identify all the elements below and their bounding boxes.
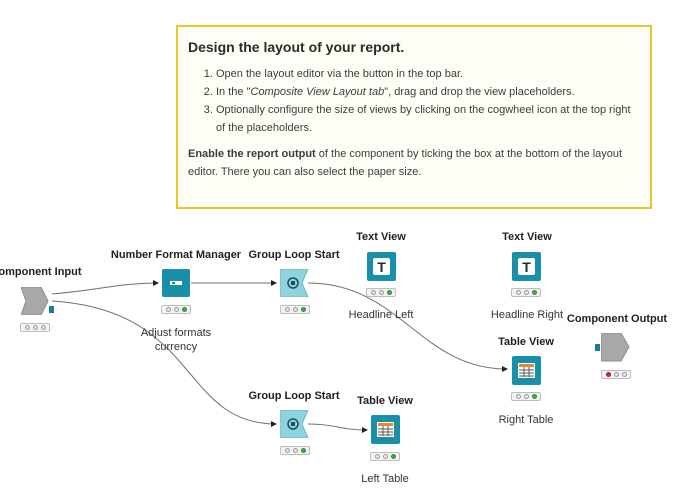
node-title: Text View	[502, 231, 552, 243]
status-dot	[32, 325, 38, 330]
status-dot	[292, 307, 298, 312]
status-dot	[165, 307, 171, 312]
step-2-italic: Composite View Layout tab	[250, 86, 385, 98]
annotation-step-2: In the "Composite View Layout tab", drag…	[216, 83, 640, 101]
status-dot	[292, 448, 298, 453]
label-line-1: Adjust formats	[140, 327, 212, 339]
node-label: Left Table	[361, 473, 409, 485]
status-dot-green	[390, 454, 396, 459]
node-status	[511, 288, 541, 297]
text-glyph: T	[518, 258, 535, 275]
table-view-icon[interactable]	[371, 415, 400, 444]
status-dot	[40, 325, 46, 330]
status-dot	[370, 290, 376, 295]
annotation-steps: Open the layout editor via the button in…	[188, 65, 640, 137]
loop-start-icon[interactable]	[280, 410, 310, 438]
status-dot-green	[300, 448, 306, 453]
node-title: Table View	[357, 395, 413, 407]
annotation-footer-bold: Enable the report output	[188, 148, 316, 160]
node-label: Headline Right	[490, 309, 564, 321]
status-dot-red	[605, 372, 611, 377]
status-dot-green	[181, 307, 187, 312]
status-dot	[523, 290, 529, 295]
node-title: Number Format Manager	[110, 249, 242, 261]
text-glyph: T	[373, 258, 390, 275]
table-view-icon[interactable]	[512, 356, 541, 385]
status-dot	[374, 454, 380, 459]
status-dot	[24, 325, 30, 330]
node-title: Group Loop Start	[248, 390, 340, 402]
status-dot	[515, 394, 521, 399]
node-label: Headline Left	[348, 309, 414, 321]
status-dot	[613, 372, 619, 377]
component-input-icon[interactable]	[21, 287, 49, 315]
node-status	[511, 392, 541, 401]
connection-loop-top-to-right-table[interactable]	[307, 282, 508, 372]
status-dot-green	[531, 290, 537, 295]
annotation-footer-text: of the component by ticking the box at t…	[188, 148, 623, 178]
label-line-2: currency	[154, 341, 198, 353]
status-dot	[382, 454, 388, 459]
status-dot-green	[531, 394, 537, 399]
input-port[interactable]	[595, 344, 600, 351]
component-output-icon[interactable]	[601, 333, 631, 363]
status-dot	[378, 290, 384, 295]
status-dot	[284, 448, 290, 453]
node-status	[280, 305, 310, 314]
annotation-title: Design the layout of your report.	[188, 39, 405, 55]
text-view-icon[interactable]: T	[512, 252, 541, 281]
number-format-icon[interactable]	[162, 269, 190, 297]
status-dot	[621, 372, 627, 377]
node-title: Text View	[356, 231, 406, 243]
node-status	[280, 446, 310, 455]
annotation-step-1: Open the layout editor via the button in…	[216, 65, 640, 83]
connection-loop-bottom-to-left-table[interactable]	[307, 423, 368, 433]
text-view-icon[interactable]: T	[367, 252, 396, 281]
node-label: Adjust formats currency	[141, 326, 211, 354]
node-status	[20, 323, 50, 332]
status-dot-green	[386, 290, 392, 295]
connection-input-to-number-format[interactable]	[51, 280, 159, 295]
loop-start-icon[interactable]	[280, 269, 310, 297]
output-port[interactable]	[49, 306, 54, 313]
status-dot	[515, 290, 521, 295]
node-label: Right Table	[498, 414, 554, 426]
status-dot	[284, 307, 290, 312]
node-status	[601, 370, 631, 379]
status-dot	[523, 394, 529, 399]
node-status	[161, 305, 191, 314]
node-status	[370, 452, 400, 461]
node-status	[366, 288, 396, 297]
node-title: Component Input	[0, 266, 82, 278]
workflow-annotation[interactable]: Design the layout of your report. Open t…	[176, 25, 652, 209]
status-dot-green	[300, 307, 306, 312]
status-dot	[173, 307, 179, 312]
node-title: Table View	[498, 336, 554, 348]
node-title: Group Loop Start	[248, 249, 340, 261]
node-title: Component Output	[566, 313, 668, 325]
step-2-suffix: ", drag and drop the view placeholders.	[384, 86, 575, 98]
connection-input-to-loop-bottom[interactable]	[51, 300, 277, 427]
annotation-step-3: Optionally configure the size of views b…	[216, 101, 640, 137]
step-2-prefix: In the "	[216, 86, 251, 98]
annotation-footer: Enable the report output of the componen…	[188, 145, 640, 181]
